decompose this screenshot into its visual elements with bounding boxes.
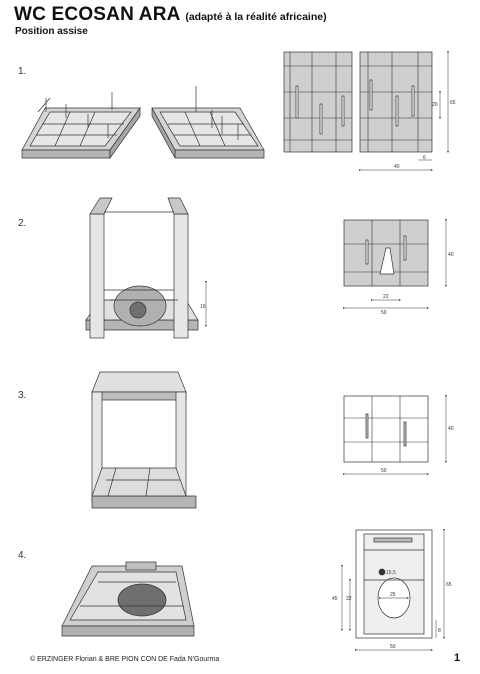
- step-2-label: 2.: [18, 218, 27, 229]
- footer-credit: © ERZINGER Florian & BRE PION CON DE Fad…: [30, 656, 220, 663]
- step-4-box: [61, 561, 195, 637]
- step-1-dim-height-total: 65: [450, 100, 456, 106]
- step-4-dim-hole-small: 15,5: [386, 570, 396, 576]
- step-2-dim-funnel: 22: [383, 294, 389, 300]
- step-1-dim-width: 40: [394, 164, 400, 170]
- step-2-dim-height: 40: [448, 252, 454, 258]
- step-4-dim-width: 50: [390, 644, 396, 650]
- step-3-dim-width: 50: [381, 468, 387, 474]
- step-2-dim-seat-height: 16: [200, 304, 206, 310]
- page-title: WC ECOSAN ARA (adapté à la réalité afric…: [14, 4, 327, 25]
- step-4-dim-height-left-inner: 32: [346, 596, 352, 602]
- step-4-front-view: [355, 529, 433, 639]
- step-1-plan-views: [283, 51, 433, 153]
- step-2-dimensions: [343, 219, 447, 309]
- step-4-dim-hole-large: 25: [390, 592, 396, 598]
- step-3-frame: [91, 371, 197, 509]
- step-1-dim-slat: 6: [423, 155, 426, 161]
- step-2-dim-width-total: 50: [381, 310, 387, 316]
- step-3-dimensions: [343, 395, 447, 475]
- step-4-dimensions: [341, 529, 445, 651]
- step-1-dim-height-inner: 20: [432, 102, 438, 108]
- step-4-dim-height-left-outer: 45: [332, 596, 338, 602]
- title-suffix: (adapté à la réalité africaine): [185, 11, 327, 23]
- step-4-dim-height-right-small: 8: [438, 628, 441, 634]
- step-1-panel-right: [151, 86, 265, 159]
- step-1-dimensions: [359, 51, 449, 171]
- page-number: 1: [454, 652, 461, 664]
- step-2-frame: [85, 197, 199, 339]
- step-3-plan-view: [343, 395, 429, 463]
- step-3-label: 3.: [18, 390, 27, 401]
- step-4-label: 4.: [18, 550, 27, 561]
- step-3-dim-height: 40: [448, 426, 454, 432]
- page-subtitle: Position assise: [15, 26, 88, 37]
- step-1-panel-left: [21, 92, 141, 160]
- step-4-dim-height-right: 65: [446, 582, 452, 588]
- step-1-label: 1.: [18, 66, 27, 77]
- step-2-plan-view: [343, 219, 429, 287]
